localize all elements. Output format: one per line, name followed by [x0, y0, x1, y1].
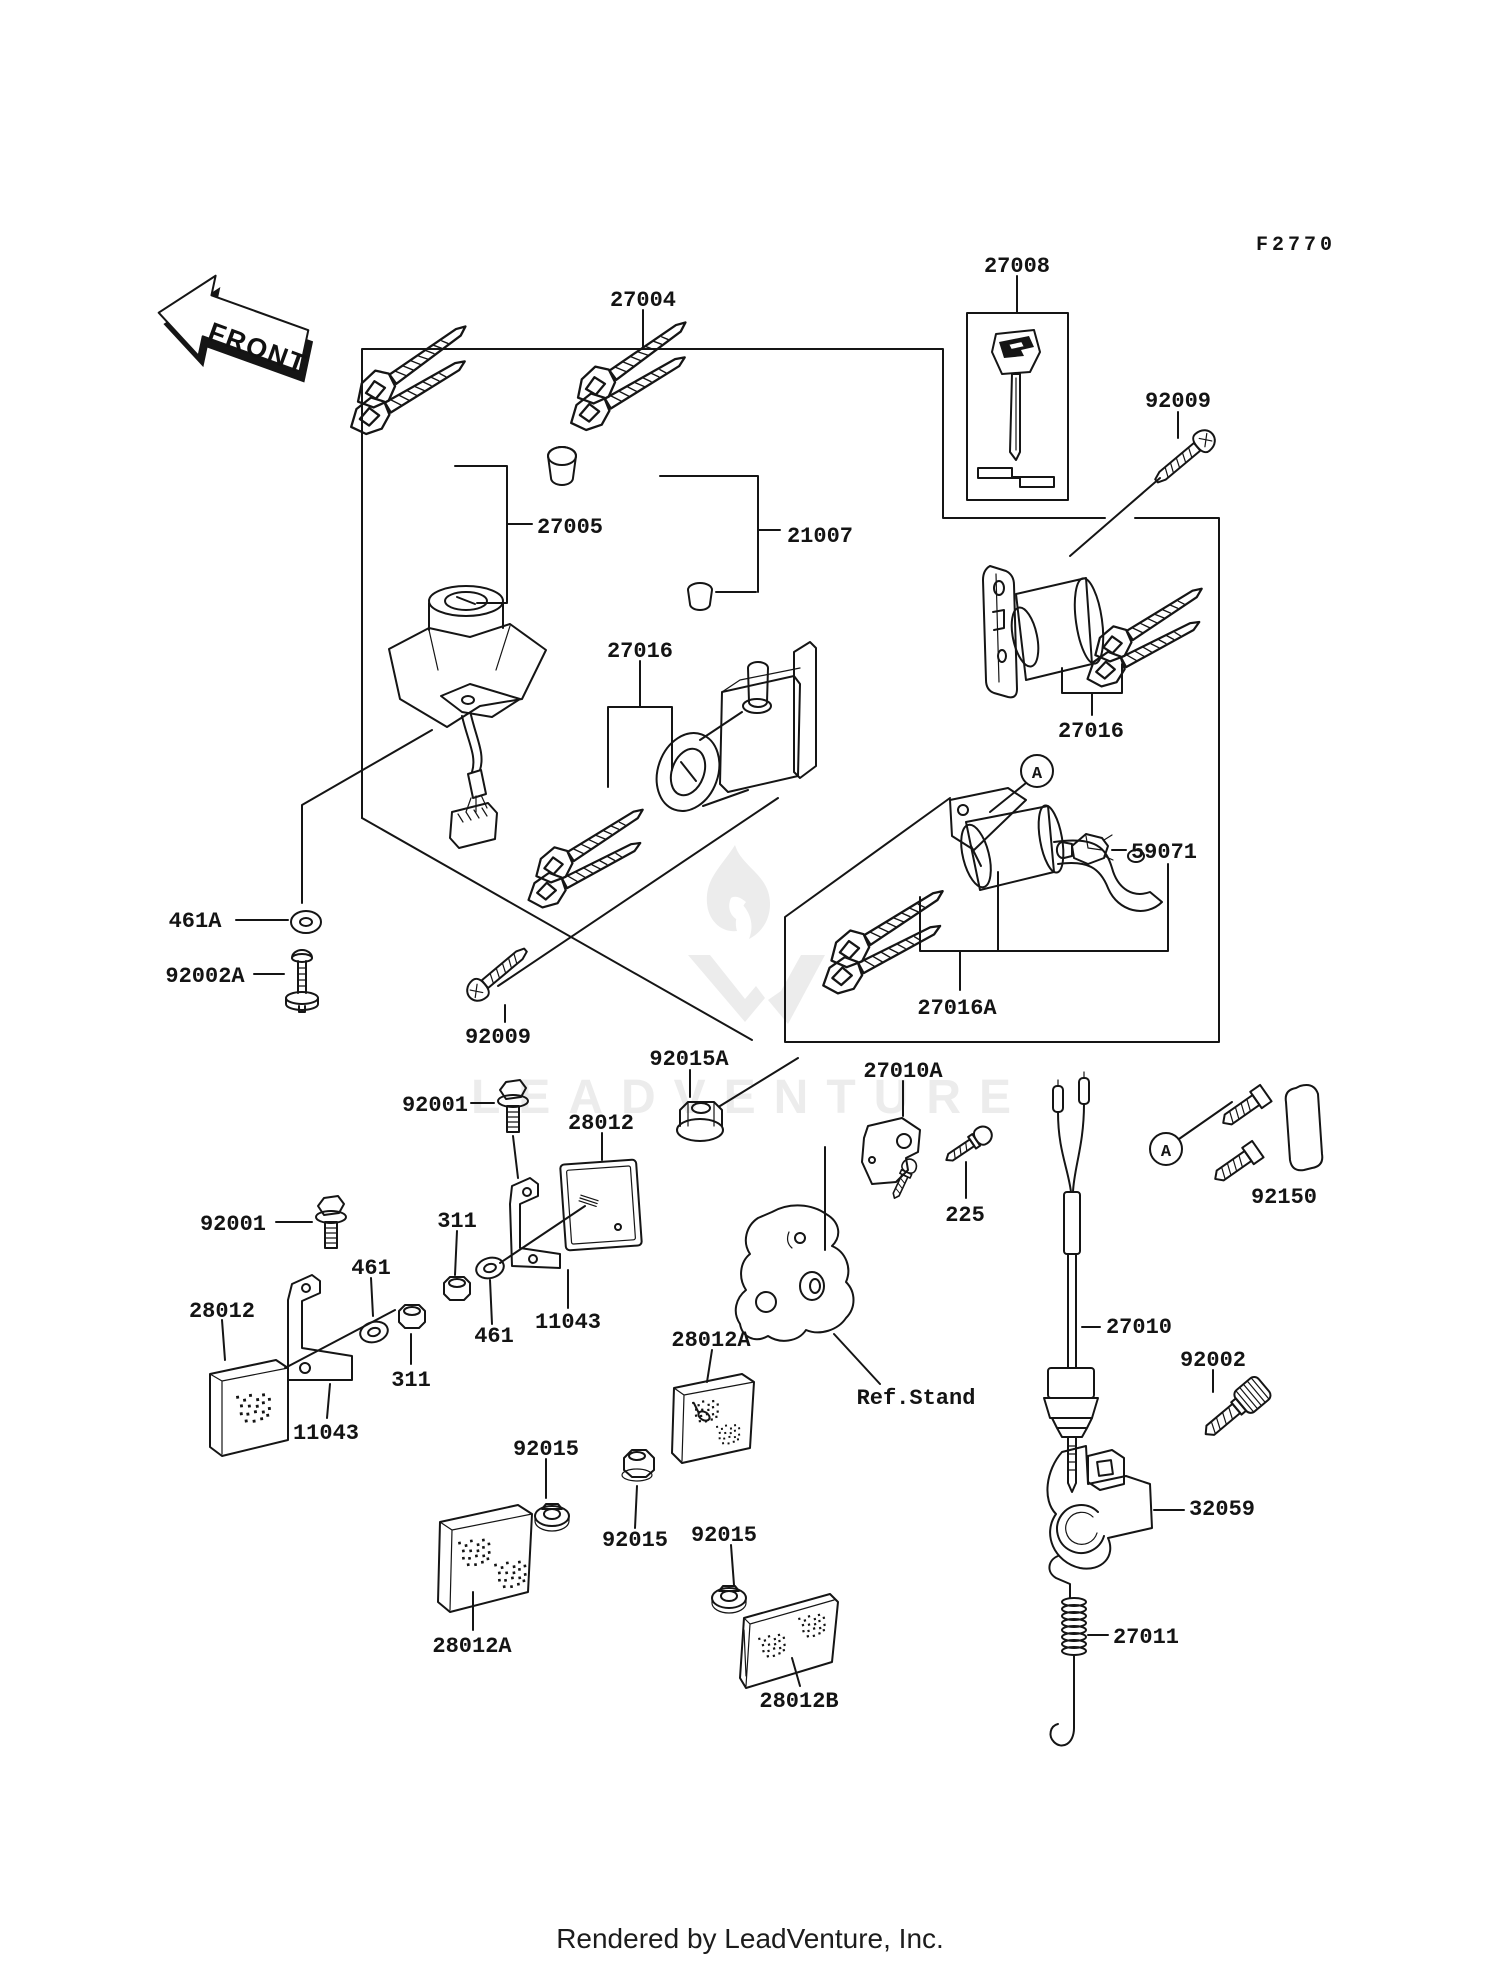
callout-27016a: 27016A — [917, 996, 997, 1021]
figure-code: F2770 — [1256, 234, 1336, 257]
callout-92001-mid: 92001 — [402, 1093, 468, 1118]
watermark-text: LEADVENTURE — [471, 1071, 1029, 1124]
callout-59071: 59071 — [1131, 840, 1197, 865]
nut-311-mid — [443, 1276, 471, 1301]
key-cap-21007 — [547, 446, 713, 611]
callout-27005: 27005 — [537, 515, 603, 540]
switch-59071 — [1055, 833, 1114, 865]
grommet-92015-a — [534, 1503, 570, 1532]
callout-27011: 27011 — [1113, 1625, 1179, 1650]
blank-key-27008 — [977, 329, 1055, 488]
reflector-28012a-bottom — [437, 1504, 533, 1613]
callout-92015-b: 92015 — [602, 1528, 668, 1553]
callout-28012-left: 28012 — [189, 1299, 255, 1324]
seat-lock-27016-mid — [655, 641, 817, 812]
bracket-11043-mid — [509, 1177, 561, 1269]
footer-credit: Rendered by LeadVenture, Inc. — [556, 1923, 944, 1954]
nut-311-left — [398, 1304, 426, 1329]
washer-461a — [290, 910, 322, 934]
holder-92150 — [1208, 1083, 1324, 1189]
callout-92015a: 92015A — [649, 1047, 729, 1072]
bracket-32059 — [1046, 1445, 1153, 1570]
detail-marker-a2: A — [1149, 1132, 1183, 1166]
callout-28012b: 28012B — [759, 1689, 838, 1714]
callout-92009-mid: 92009 — [465, 1025, 531, 1050]
nut-92015a — [676, 1101, 724, 1142]
callout-11043-left: 11043 — [293, 1421, 359, 1446]
washer-461-left — [356, 1317, 392, 1347]
front-arrow: FRONT — [157, 274, 314, 383]
screw-92009-mid — [461, 940, 534, 1007]
keys-27016a — [805, 877, 966, 1011]
bracket-11043-left — [287, 1274, 353, 1381]
svg-text:A: A — [1032, 765, 1043, 784]
ref-stand-bracket — [734, 1204, 855, 1342]
screw-92009-top — [1148, 424, 1221, 491]
spring-27011 — [1048, 1555, 1087, 1747]
callout-225: 225 — [945, 1203, 985, 1228]
detail-marker-a1: A — [1020, 754, 1054, 788]
svg-text:A: A — [1161, 1143, 1172, 1162]
callout-27004: 27004 — [610, 288, 676, 313]
screw-225 — [940, 1121, 997, 1169]
nut-92015-b — [621, 1449, 655, 1482]
callout-92015-a: 92015 — [513, 1437, 579, 1462]
callout-11043-mid: 11043 — [535, 1310, 601, 1335]
ignition-switch-27005 — [388, 585, 547, 849]
reflector-28012-left — [209, 1359, 289, 1457]
callout-ref-stand: Ref.Stand — [857, 1386, 976, 1411]
callout-32059: 32059 — [1189, 1497, 1255, 1522]
screw-92002a — [285, 949, 319, 1013]
callout-28012a-mid: 28012A — [671, 1328, 751, 1353]
callout-27010: 27010 — [1106, 1315, 1172, 1340]
keys-27016-mid — [511, 796, 665, 924]
keys-21007 — [552, 309, 711, 447]
latch-27010a — [861, 1117, 921, 1203]
callout-92150: 92150 — [1251, 1185, 1317, 1210]
grommet-92015-c — [711, 1585, 747, 1614]
callout-311-left: 311 — [391, 1368, 431, 1393]
callout-28012-mid: 28012 — [568, 1111, 634, 1136]
reflector-28012-mid — [559, 1158, 643, 1252]
callout-92015-c: 92015 — [691, 1523, 757, 1548]
reflector-28012b — [739, 1593, 839, 1689]
callout-92001-left: 92001 — [200, 1212, 266, 1237]
helmet-lock-27016-right — [982, 565, 1105, 699]
reflector-28012a-mid — [671, 1373, 755, 1464]
switch-27010 — [1043, 1071, 1099, 1493]
callout-461-left: 461 — [351, 1256, 391, 1281]
callout-92002a: 92002A — [165, 964, 245, 989]
bolt-92001-left — [315, 1195, 347, 1249]
leadventure-watermark: LEADVENTURE — [471, 845, 1029, 1124]
callout-21007: 21007 — [787, 524, 853, 549]
callout-461-mid: 461 — [474, 1324, 514, 1349]
callout-92002: 92002 — [1180, 1348, 1246, 1373]
callout-27010a: 27010A — [863, 1059, 943, 1084]
callout-27016-mid: 27016 — [607, 639, 673, 664]
keys-27005 — [332, 313, 491, 451]
callout-92009-top: 92009 — [1145, 389, 1211, 414]
screw-92002 — [1204, 1376, 1272, 1436]
callout-27008: 27008 — [984, 254, 1050, 279]
callout-461a: 461A — [169, 909, 223, 934]
keys-27016-right — [1070, 575, 1224, 703]
callouts: 27004 27008 92009 27005 21007 27016 2701… — [165, 254, 1317, 1714]
leader-lines — [221, 275, 1233, 1687]
callout-27016-right: 27016 — [1058, 719, 1124, 744]
washer-461-mid — [472, 1253, 508, 1283]
callout-28012a-bottom: 28012A — [432, 1634, 512, 1659]
callout-311-mid: 311 — [437, 1209, 477, 1234]
